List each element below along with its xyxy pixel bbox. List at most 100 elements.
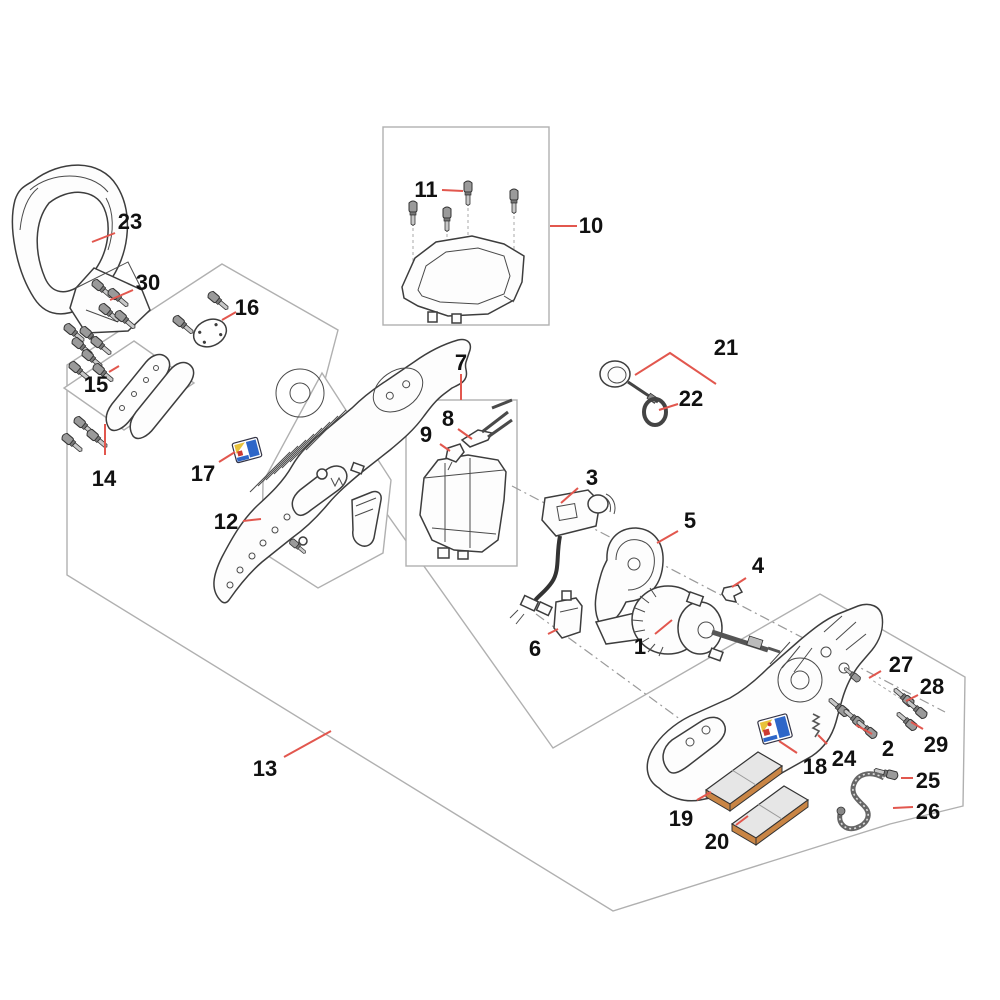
- o-ring-part-22: [642, 397, 668, 427]
- lever-part-8: [460, 398, 513, 448]
- callout-label-22: 22: [679, 386, 703, 411]
- motor-fins: [631, 587, 664, 657]
- callout-7: 7: [455, 350, 467, 400]
- switch-part-6: [553, 590, 583, 639]
- callout-label-6: 6: [529, 636, 541, 661]
- callout-label-13: 13: [253, 756, 277, 781]
- callout-30: 30: [109, 270, 160, 301]
- callout-22: 22: [658, 386, 703, 411]
- callout-leader-22: [658, 403, 679, 411]
- callout-leader-2: [855, 724, 873, 735]
- callout-28: 28: [905, 674, 944, 702]
- callout-13: 13: [253, 730, 332, 781]
- callout-label-28: 28: [920, 674, 944, 699]
- callout-10: 10: [550, 213, 603, 238]
- callout-leader-15: [108, 365, 120, 373]
- callout-label-27: 27: [889, 652, 913, 677]
- latch-part-9: [445, 443, 465, 471]
- tank-housing-part-7: [419, 398, 513, 560]
- callout-27: 27: [868, 652, 913, 679]
- callout-leader-28: [905, 694, 919, 702]
- housing-fins: [249, 409, 347, 493]
- callout-4: 4: [731, 553, 765, 588]
- callout-leader-9: [439, 443, 451, 452]
- label-sticker-part-18: [757, 713, 793, 745]
- callout-label-24: 24: [832, 746, 857, 771]
- trigger-parts-12: [288, 461, 382, 556]
- callout-label-11: 11: [414, 177, 437, 202]
- callout-leader-8: [457, 428, 473, 440]
- motor-part-1: [631, 585, 781, 662]
- clip-part-4: [721, 584, 744, 603]
- callout-19: 19: [669, 791, 712, 831]
- callout-label-29: 29: [924, 732, 948, 757]
- callout-leader-21: [634, 351, 717, 385]
- callout-label-10: 10: [579, 213, 603, 238]
- callout-12: 12: [214, 509, 262, 534]
- callout-14: 14: [92, 424, 117, 491]
- callout-label-2: 2: [882, 736, 894, 761]
- callout-leader-24: [817, 734, 828, 745]
- callout-label-12: 12: [214, 509, 238, 534]
- callout-26: 26: [892, 799, 940, 824]
- callout-label-9: 9: [420, 422, 432, 447]
- callout-label-26: 26: [916, 799, 940, 824]
- oil-hose-part-26: [836, 771, 886, 832]
- callout-25: 25: [901, 768, 940, 793]
- callout-17: 17: [191, 451, 236, 486]
- callout-21: 21: [634, 335, 738, 385]
- callout-3: 3: [560, 465, 598, 504]
- callout-leader-19: [696, 791, 712, 801]
- callout-label-7: 7: [455, 350, 467, 375]
- callout-label-20: 20: [705, 829, 729, 854]
- housing-edge-bumps: [226, 513, 291, 589]
- callout-label-5: 5: [684, 508, 696, 533]
- callout-18: 18: [778, 740, 827, 779]
- callout-leader-3: [560, 487, 579, 504]
- callout-label-30: 30: [136, 270, 160, 295]
- top-cover-part-10: [401, 235, 525, 324]
- callout-leader-4: [731, 577, 747, 588]
- callout-label-23: 23: [118, 209, 142, 234]
- callout-23: 23: [91, 209, 142, 243]
- callout-leader-5: [656, 530, 679, 544]
- spring-pin-part-24: [811, 713, 821, 738]
- label-sticker-part-17: [231, 436, 263, 464]
- callout-leader-16: [221, 311, 237, 321]
- callout-20: 20: [705, 815, 749, 854]
- callout-5: 5: [656, 508, 696, 544]
- callout-leader-6: [547, 628, 559, 635]
- callout-label-21: 21: [714, 335, 738, 360]
- callout-leader-29: [910, 721, 924, 730]
- callout-2: 2: [855, 724, 894, 761]
- crankcase-ribs: [769, 615, 867, 673]
- callout-15: 15: [84, 365, 120, 397]
- group-13-main-assembly: [66, 263, 966, 912]
- callout-leader-11: [441, 189, 464, 192]
- filter-plate-part-20: [730, 785, 810, 846]
- callout-label-18: 18: [803, 754, 827, 779]
- screws-part-14: [60, 414, 110, 455]
- callout-16: 16: [221, 295, 259, 321]
- callout-leader-27: [868, 670, 882, 679]
- oil-cap-part-21: [599, 360, 659, 404]
- callout-11: 11: [414, 177, 464, 202]
- callout-leader-30: [109, 289, 134, 301]
- callout-6: 6: [529, 628, 559, 661]
- callout-label-4: 4: [752, 553, 765, 578]
- callout-label-17: 17: [191, 461, 215, 486]
- gasket-part-16: [171, 289, 231, 348]
- switch-harness-part-3: [509, 489, 616, 625]
- callout-label-1: 1: [634, 634, 646, 659]
- filter-plate-part-19: [704, 751, 784, 812]
- callout-label-14: 14: [92, 466, 117, 491]
- scabbard-parts-15: [67, 324, 195, 440]
- callout-leader-13: [283, 730, 332, 758]
- callout-8: 8: [442, 406, 473, 440]
- callout-label-16: 16: [235, 295, 259, 320]
- callout-leader-12: [242, 518, 262, 522]
- callout-label-15: 15: [84, 372, 108, 397]
- callout-1: 1: [634, 619, 673, 659]
